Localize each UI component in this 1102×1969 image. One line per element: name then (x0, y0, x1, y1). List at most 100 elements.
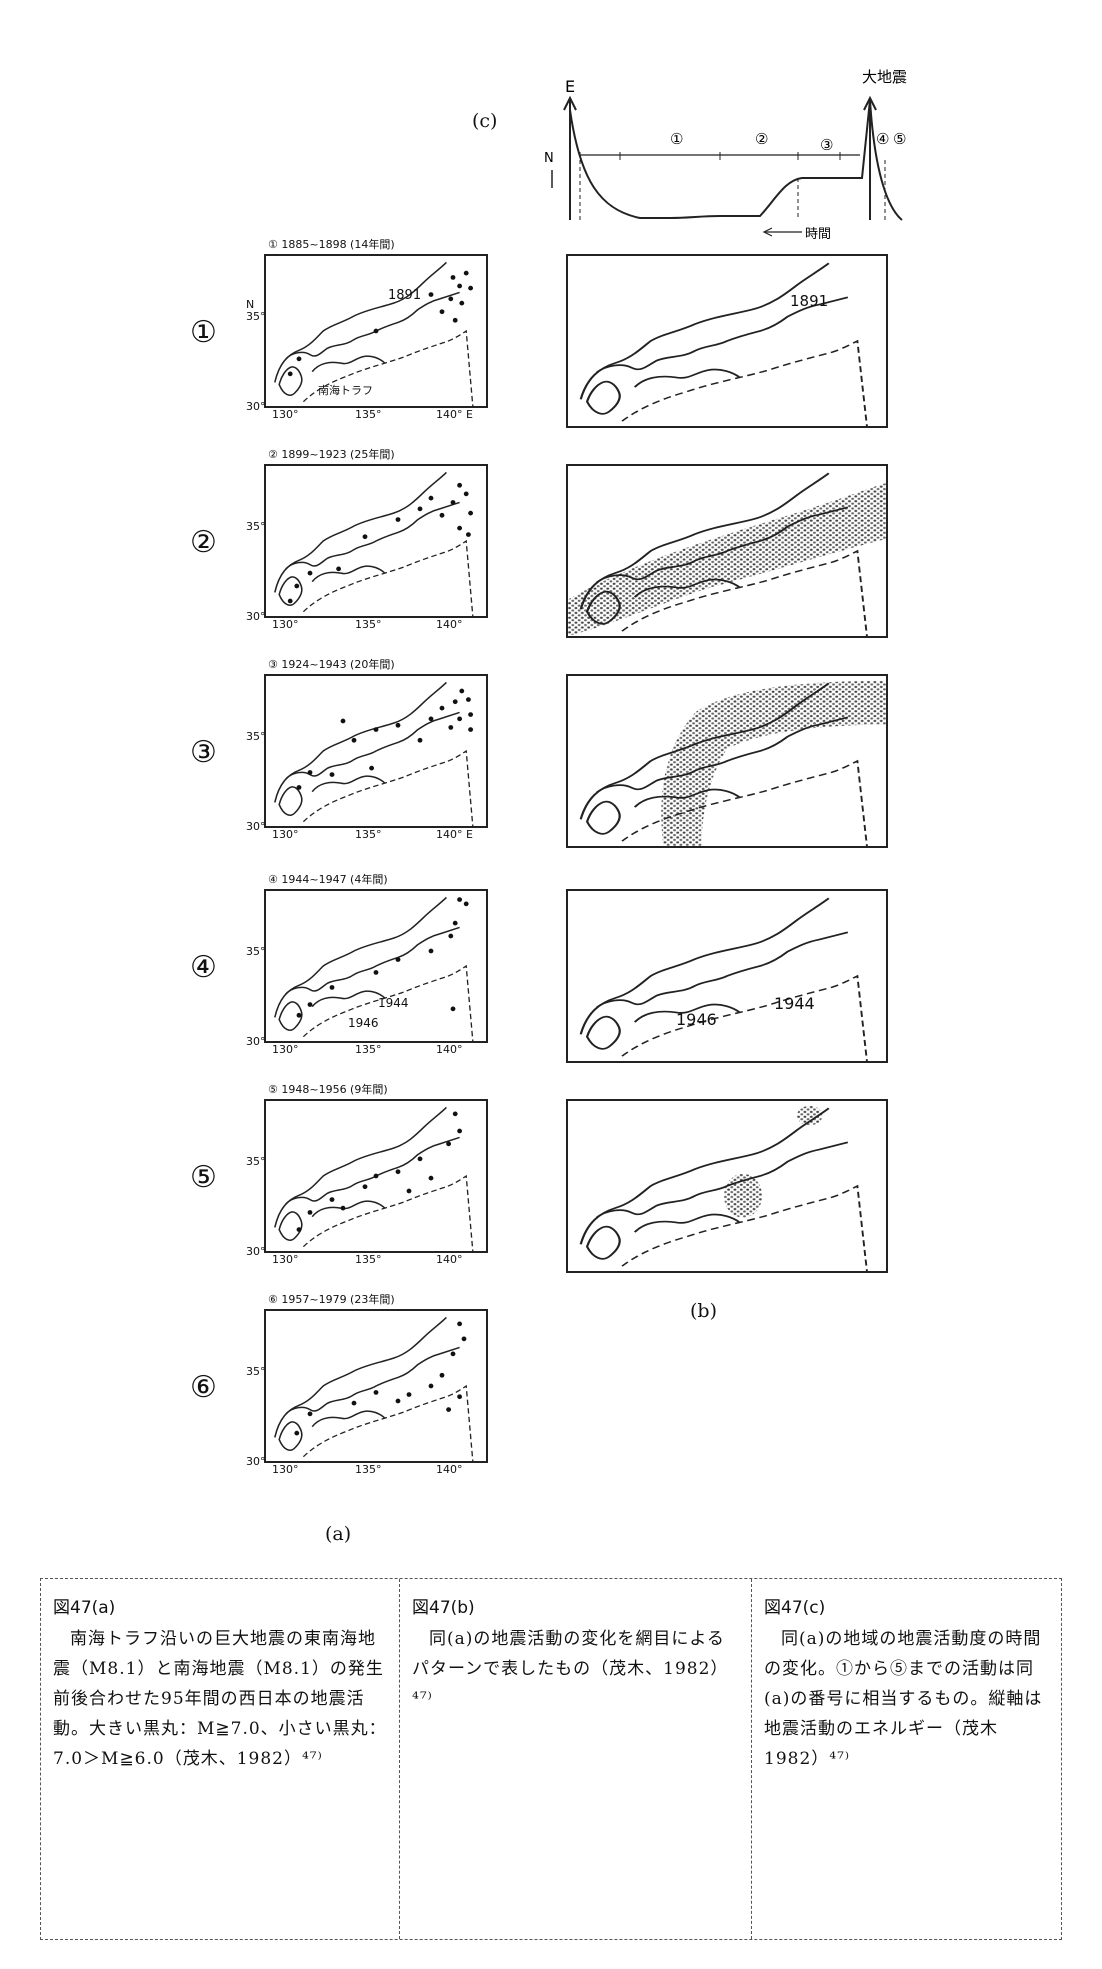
b-quake-1946-label: 1946 (676, 1010, 717, 1029)
earthquake-dot (351, 1400, 357, 1406)
activity-shading (568, 483, 886, 636)
earthquake-dot (459, 300, 465, 306)
earthquake-dot (463, 491, 469, 497)
seismicity-map (264, 254, 488, 408)
caption-c: 図47(c) 同(a)の地域の地震活動度の時間の変化。①から⑤までの活動は同(a… (751, 1579, 1061, 1939)
earthquake-dot (463, 901, 469, 907)
earthquake-dot (468, 727, 474, 732)
earthquake-dot (287, 598, 293, 604)
lon-140-label: 140° (436, 1463, 463, 1476)
earthquake-dot (395, 1169, 401, 1175)
earthquake-dot (428, 716, 434, 722)
phase-2: ② (755, 130, 768, 148)
earthquake-dot (439, 705, 445, 711)
earthquake-dot (373, 1390, 379, 1395)
earthquake-dot (296, 1012, 302, 1018)
lat-30-label: 30° (246, 820, 266, 833)
earthquake-dot (450, 500, 456, 505)
caption-c-head: 図47(c) (764, 1598, 826, 1618)
lon-140-label: 140° E (436, 828, 473, 841)
earthquake-dot (362, 534, 368, 540)
map-period-title: ① 1885~1898 (14年間) (268, 238, 395, 251)
earthquake-dot (329, 985, 335, 990)
earthquake-dot (395, 957, 401, 962)
earthquake-dot (307, 1002, 313, 1007)
earthquake-dot (446, 1141, 452, 1147)
earthquake-dot (417, 1156, 423, 1162)
caption-table: 図47(a) 南海トラフ沿いの巨大地震の東南海地震（M8.1）と南海地震（M8.… (40, 1578, 1062, 1940)
lat-35-label: 35° (246, 730, 266, 743)
earthquake-dot (446, 1407, 452, 1412)
earthquake-dot (439, 309, 445, 315)
earthquake-dot (428, 292, 434, 297)
lat-35-label: 35° (246, 310, 266, 323)
row-number: ① (190, 315, 217, 350)
seismicity-map (264, 1309, 488, 1463)
earthquake-dot (448, 725, 454, 730)
pattern-map (566, 674, 888, 848)
nankai-trough-label: 南海トラフ (318, 384, 373, 397)
lon-130-label: 130° (272, 1043, 299, 1056)
lon-135-label: 135° (355, 1253, 382, 1266)
figure-label-b: (b) (690, 1300, 717, 1322)
earthquake-dot (450, 1351, 456, 1357)
earthquake-dot (296, 785, 302, 790)
caption-c-body: 同(a)の地域の地震活動度の時間の変化。①から⑤までの活動は同(a)の番号に相当… (764, 1629, 1043, 1769)
quake-year-1891: 1891 (388, 288, 422, 303)
map-period-title: ③ 1924~1943 (20年間) (268, 658, 395, 671)
figure-label-a: (a) (325, 1523, 352, 1545)
earthquake-dot (362, 1184, 368, 1190)
earthquake-dot (439, 1372, 445, 1378)
earthquake-dot (351, 737, 357, 743)
earthquake-dot (465, 697, 471, 702)
earthquake-dot (468, 510, 474, 516)
earthquake-dot (296, 356, 302, 362)
map-period-title: ④ 1944~1947 (4年間) (268, 873, 388, 886)
earthquake-dot (340, 1205, 346, 1211)
lat-35-label: 35° (246, 1155, 266, 1168)
earthquake-dot (457, 283, 463, 289)
earthquake-dot (457, 716, 463, 722)
seismicity-map (264, 464, 488, 618)
earthquake-dot (417, 737, 423, 743)
activity-shading (723, 1105, 823, 1218)
caption-a-head: 図47(a) (53, 1598, 116, 1618)
row-number: ⑤ (190, 1160, 217, 1195)
pattern-map (566, 464, 888, 638)
row-number: ④ (190, 950, 217, 985)
quake-1946-label: 1946 (348, 1016, 379, 1030)
lon-140-label: 140° E (436, 408, 473, 421)
earthquake-dot (450, 1006, 456, 1012)
earthquake-dot (329, 1197, 335, 1202)
earthquake-dot (340, 718, 346, 724)
lon-140-label: 140° (436, 1043, 463, 1056)
lon-135-label: 135° (355, 618, 382, 631)
earthquake-dot (336, 566, 342, 572)
earthquake-dot (294, 583, 300, 589)
lat-35-label: 35° (246, 945, 266, 958)
earthquake-dot (428, 948, 434, 954)
caption-b-head: 図47(b) (412, 1598, 475, 1618)
lat-30-label: 30° (246, 400, 266, 413)
pattern-map (566, 1099, 888, 1273)
earthquake-dot (373, 970, 379, 975)
phase-4: ④ (876, 130, 889, 148)
lon-135-label: 135° (355, 828, 382, 841)
earthquake-dot (457, 1321, 463, 1327)
seismicity-map (264, 1099, 488, 1253)
lat-30-label: 30° (246, 610, 266, 623)
earthquake-dot (450, 275, 456, 280)
lat-35-label: 35° (246, 1365, 266, 1378)
earthquake-dot (452, 920, 458, 926)
earthquake-dot (373, 328, 379, 334)
caption-a: 図47(a) 南海トラフ沿いの巨大地震の東南海地震（M8.1）と南海地震（M8.… (41, 1579, 399, 1939)
pattern-map (566, 254, 888, 428)
lon-130-label: 130° (272, 618, 299, 631)
earthquake-dot (307, 770, 313, 775)
lon-140-label: 140° (436, 618, 463, 631)
phase-1: ① (670, 130, 683, 148)
earthquake-dot (406, 1392, 412, 1397)
earthquake-dot (373, 1173, 379, 1179)
timeline-axis-n: N (544, 151, 554, 166)
earthquake-dot (307, 1411, 313, 1417)
